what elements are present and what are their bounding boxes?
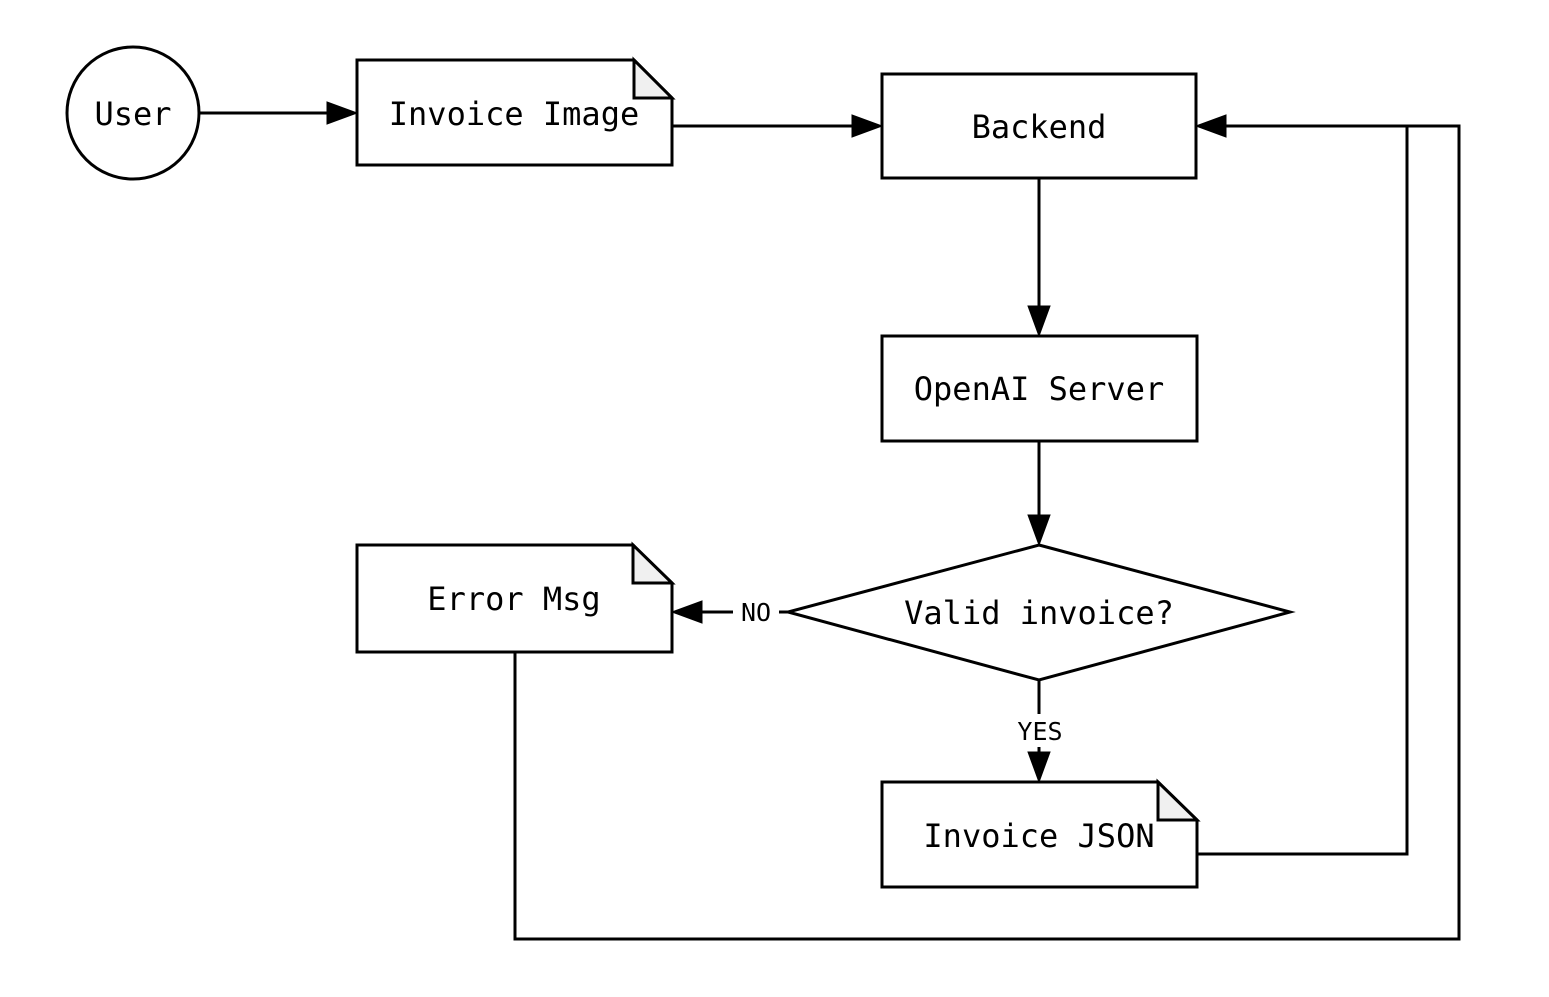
note-fold-icon [631,541,676,585]
arrowhead-down-icon [1027,514,1051,547]
edge-label-no: NO [741,598,771,627]
node-error-msg: Error Msg [355,541,676,654]
node-backend: Backend [880,72,1198,180]
node-openai-server: OpenAI Server [880,334,1199,443]
arrowhead-down-icon [1027,751,1051,784]
node-user: User [65,45,201,181]
edge-openai-server-to-valid-invoice [1027,441,1051,547]
edge-label-yes: YES [1017,717,1062,746]
note-fold-icon [1156,778,1201,822]
edge-valid-invoice-to-invoice-json: YES [1009,680,1071,784]
arrowhead-down-icon [1027,305,1051,338]
node-invoice-image-label: Invoice Image [389,95,639,133]
edge-valid-invoice-to-error-msg: NO [670,597,788,627]
node-invoice-image: Invoice Image [355,56,676,167]
node-user-label: User [94,95,171,133]
arrowhead-left-icon [1194,114,1227,138]
arrowhead-right-icon [326,101,359,125]
arrowhead-right-icon [851,114,884,138]
node-valid-invoice: Valid invoice? [782,543,1296,682]
note-fold-icon [632,56,676,100]
edge-backend-to-openai-server [1027,178,1051,338]
node-error-msg-label: Error Msg [427,580,600,618]
node-backend-label: Backend [972,108,1107,146]
edge-invoice-json-to-backend [1197,126,1409,856]
edge-error-msg-to-backend [513,114,1461,941]
node-valid-invoice-label: Valid invoice? [904,594,1174,632]
node-openai-server-label: OpenAI Server [914,370,1164,408]
node-invoice-json: Invoice JSON [880,778,1201,889]
edge-invoice-image-to-backend [673,114,884,138]
arrowhead-left-icon [670,600,703,624]
node-invoice-json-label: Invoice JSON [923,817,1154,855]
edge-user-to-invoice-image [199,101,359,125]
